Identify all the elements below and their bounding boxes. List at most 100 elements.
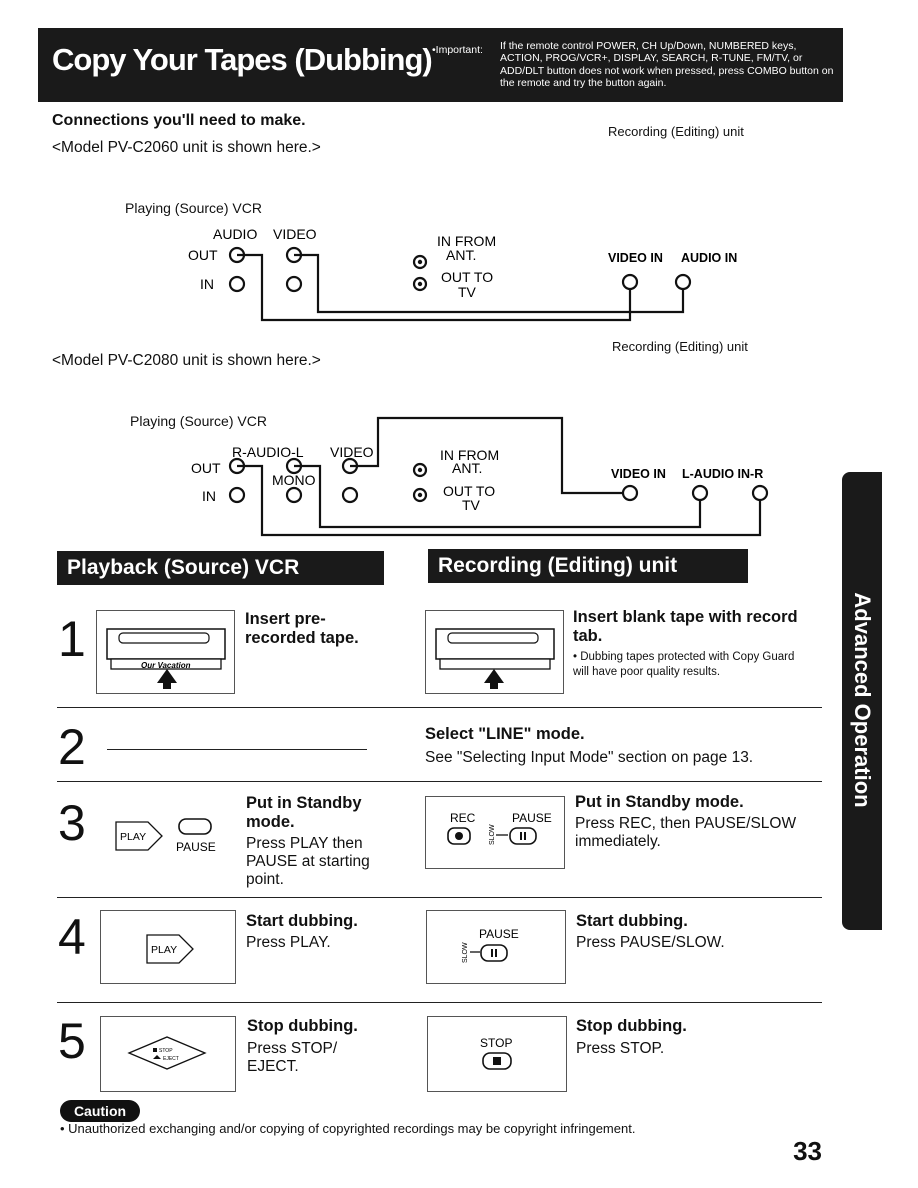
ant-out-jack-1 [412,276,428,292]
d1-audio-in: AUDIO IN [681,251,737,265]
d2-in-from: IN FROM [440,447,499,463]
l-audio-in-jack-2 [285,486,303,504]
pause-slow-button-icon [480,944,508,962]
step3-left-title: Put in Standby mode. [246,794,362,831]
d1-audio: AUDIO [213,226,257,242]
pause-button-icon [178,818,212,835]
rec-r-audio-in-jack-2 [751,484,769,502]
d1-out: OUT [188,247,218,263]
step3-left-text: Press PLAY then PAUSE at starting point. [246,835,370,888]
svg-text:PAUSE: PAUSE [176,840,216,854]
header-banner [38,28,843,102]
divider-3 [57,897,822,898]
recording-unit-label-2: Recording (Editing) unit [612,339,748,354]
step2-right-text: See "Selecting Input Mode" section on pa… [425,749,754,766]
video-cable-2 [350,416,623,495]
play-button-icon [146,934,194,964]
model2-caption: <Model PV-C2080 unit is shown here.> [52,352,321,369]
step1-left-title: Insert pre-recorded tape. [245,610,359,647]
step3-right-illustration: REC PAUSE SLOW [425,796,565,869]
caution-badge: Caution [60,1100,140,1122]
playing-vcr-label-1: Playing (Source) VCR [125,200,262,216]
step3-right-title: Put in Standby mode. [575,793,744,811]
d1-video-in: VIDEO IN [608,251,663,265]
step5-right-text: Press STOP. [576,1040,665,1057]
ant-in-jack-2 [412,462,428,478]
svg-text:STOP: STOP [480,1036,512,1050]
svg-text:PLAY: PLAY [151,944,177,956]
d2-out: OUT [191,460,221,476]
step4-right-title: Start dubbing. [576,912,688,930]
d2-tv: TV [462,497,481,513]
caution-text: • Unauthorized exchanging and/or copying… [60,1121,636,1136]
video-cable-1 [294,253,685,314]
vcr-insert-tape-icon: Our Vacation [106,628,226,689]
video-in-jack-2 [341,486,359,504]
step-4-number: 4 [58,909,86,965]
d1-out-to: OUT TO [441,269,493,285]
rec-video-in-jack-2 [621,484,639,502]
playing-vcr-label-2: Playing (Source) VCR [130,413,267,429]
ant-out-jack-2 [412,487,428,503]
recorder-insert-tape-icon [435,628,555,689]
rec-button-icon [447,827,471,845]
d1-ant: ANT. [446,247,476,263]
d2-ant: ANT. [452,460,482,476]
d1-video: VIDEO [273,226,317,242]
svg-text:STOP: STOP [159,1048,173,1054]
step1-right-title: Insert blank tape with record tab. [573,608,798,645]
d2-out-to: OUT TO [443,483,495,499]
ant-in-jack-1 [412,254,428,270]
svg-text:SLOW: SLOW [489,824,496,845]
step5-left-illustration: STOP EJECT [100,1016,236,1092]
step4-right-illustration: PAUSE SLOW [426,910,566,984]
step5-right-illustration: STOP [427,1016,567,1092]
step1-right-note: • Dubbing tapes protected with Copy Guar… [573,651,795,678]
page-number: 33 [793,1136,822,1166]
d2-video-in: VIDEO IN [611,467,666,481]
step5-left-title: Stop dubbing. [247,1017,358,1035]
pause-slow-button-icon [509,827,537,845]
step-5-number: 5 [58,1013,86,1069]
divider-1 [57,707,822,708]
side-tab-label: Advanced Operation [850,592,875,808]
step-1-number: 1 [58,611,86,667]
step3-left-illustration: PLAY PAUSE [115,818,216,854]
step1-left-illustration: Our Vacation [96,610,235,694]
svg-text:EJECT: EJECT [163,1056,179,1062]
svg-text:PAUSE: PAUSE [512,811,552,825]
recording-unit-label-1: Recording (Editing) unit [608,124,744,139]
step4-left-illustration: PLAY [100,910,236,984]
d1-in-from: IN FROM [437,233,496,249]
svg-text:PAUSE: PAUSE [479,927,519,941]
d1-tv: TV [458,284,477,300]
stop-eject-button-icon [127,1036,207,1070]
step4-left-text: Press PLAY. [246,934,331,951]
rec-l-audio-in-jack-2 [691,484,709,502]
model1-caption: <Model PV-C2060 unit is shown here.> [52,139,321,156]
tape-label: Our Vacation [141,661,191,670]
step4-left-title: Start dubbing. [246,912,358,930]
divider-2 [57,781,822,782]
audio-in-jack-1 [228,275,246,293]
video-in-jack-1 [285,275,303,293]
svg-text:SLOW: SLOW [462,942,469,963]
r-audio-in-jack-2 [228,486,246,504]
important-note: If the remote control POWER, CH Up/Down,… [500,40,834,90]
d2-video: VIDEO [330,444,374,460]
step2-left-line [107,749,367,750]
d1-in: IN [200,276,214,292]
step1-right-illustration [425,610,564,694]
d2-l-audio-in-r: L-AUDIO IN-R [682,467,763,481]
step5-right-title: Stop dubbing. [576,1017,687,1035]
section-side-tab [842,472,882,930]
divider-4 [57,1002,822,1003]
playback-section-bar: Playback (Source) VCR [57,551,384,585]
d2-r-audio-l: R-AUDIO-L [232,444,304,460]
svg-text:REC: REC [450,811,476,825]
step-2-number: 2 [58,719,86,775]
connection-diagram-1: AUDIO VIDEO OUT IN IN FROM ANT. OUT TO T… [188,226,737,322]
connection-diagram-2: R-AUDIO-L VIDEO OUT MONO IN IN FROM ANT.… [191,416,769,537]
stop-button-icon [482,1052,512,1070]
l-audio-cable-2 [294,464,702,529]
